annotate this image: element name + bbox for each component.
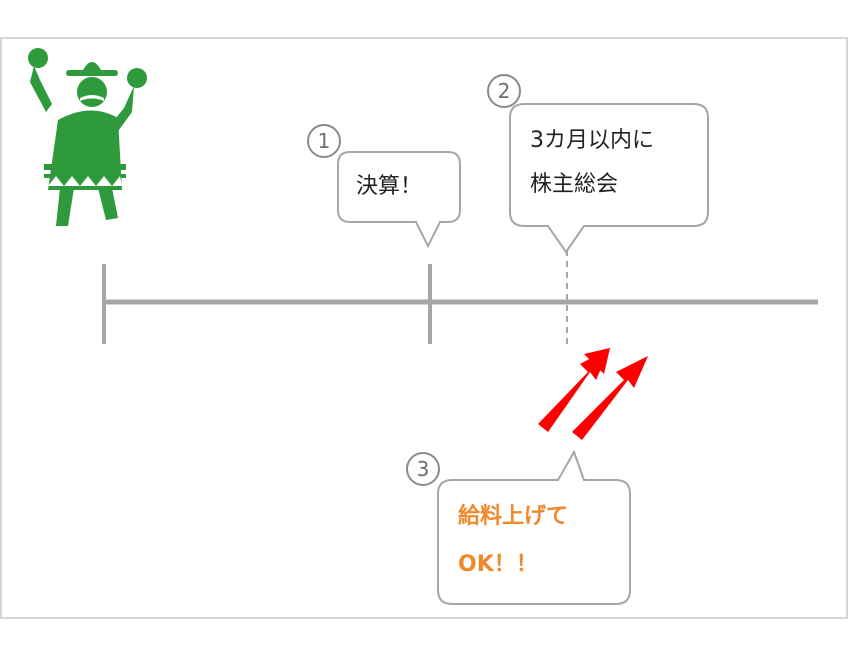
step-number-3: 3 <box>406 452 440 486</box>
meeting-label-line-2: 株主総会 <box>530 172 619 197</box>
callout-bubble-salary <box>437 449 631 605</box>
callout-bubble-settlement <box>337 151 461 249</box>
callout-bubble-meeting <box>509 103 709 254</box>
step-number-2: 2 <box>487 74 521 108</box>
maraca-dancer-icon <box>28 48 147 226</box>
diagram-frame <box>0 37 848 619</box>
salary-label-line-2: OK！！ <box>458 552 538 577</box>
double-up-right-arrow-icon <box>536 348 648 440</box>
mascot-pattern <box>48 95 122 186</box>
settlement-label: 決算！ <box>356 174 423 199</box>
salary-label-line-1: 給料上げて <box>458 504 569 529</box>
meeting-label-line-1: 3カ月以内に <box>530 128 654 153</box>
step-number-1: 1 <box>307 124 341 158</box>
